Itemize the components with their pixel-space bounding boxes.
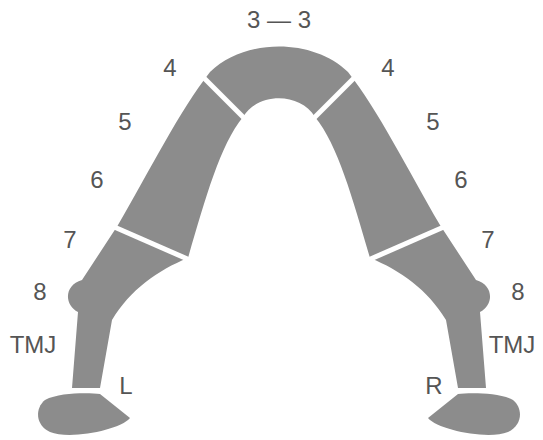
tooth-number: 7 <box>63 228 76 252</box>
tooth-number: 4 <box>381 56 394 80</box>
mandible-body <box>68 47 490 389</box>
joint-label: TMJ <box>489 333 536 357</box>
tooth-number: 5 <box>426 110 439 134</box>
joint-label: TMJ <box>10 333 57 357</box>
midline-tooth-label: 3 — 3 <box>247 8 311 32</box>
segment-cuts <box>112 74 446 261</box>
tooth-number: 5 <box>118 110 131 134</box>
tooth-number: 4 <box>163 56 176 80</box>
side-label: L <box>119 374 132 398</box>
segment-cut <box>312 74 358 120</box>
segment-cut <box>112 226 192 261</box>
right-condyle <box>428 393 520 435</box>
tooth-number: 6 <box>454 168 467 192</box>
tooth-number: 8 <box>511 280 524 304</box>
segment-cut <box>200 74 246 120</box>
tooth-number: 7 <box>481 228 494 252</box>
tooth-number: 8 <box>33 280 46 304</box>
side-label: R <box>425 374 442 398</box>
left-condyle <box>38 393 130 435</box>
segment-cut <box>366 226 446 261</box>
tooth-number: 6 <box>90 168 103 192</box>
